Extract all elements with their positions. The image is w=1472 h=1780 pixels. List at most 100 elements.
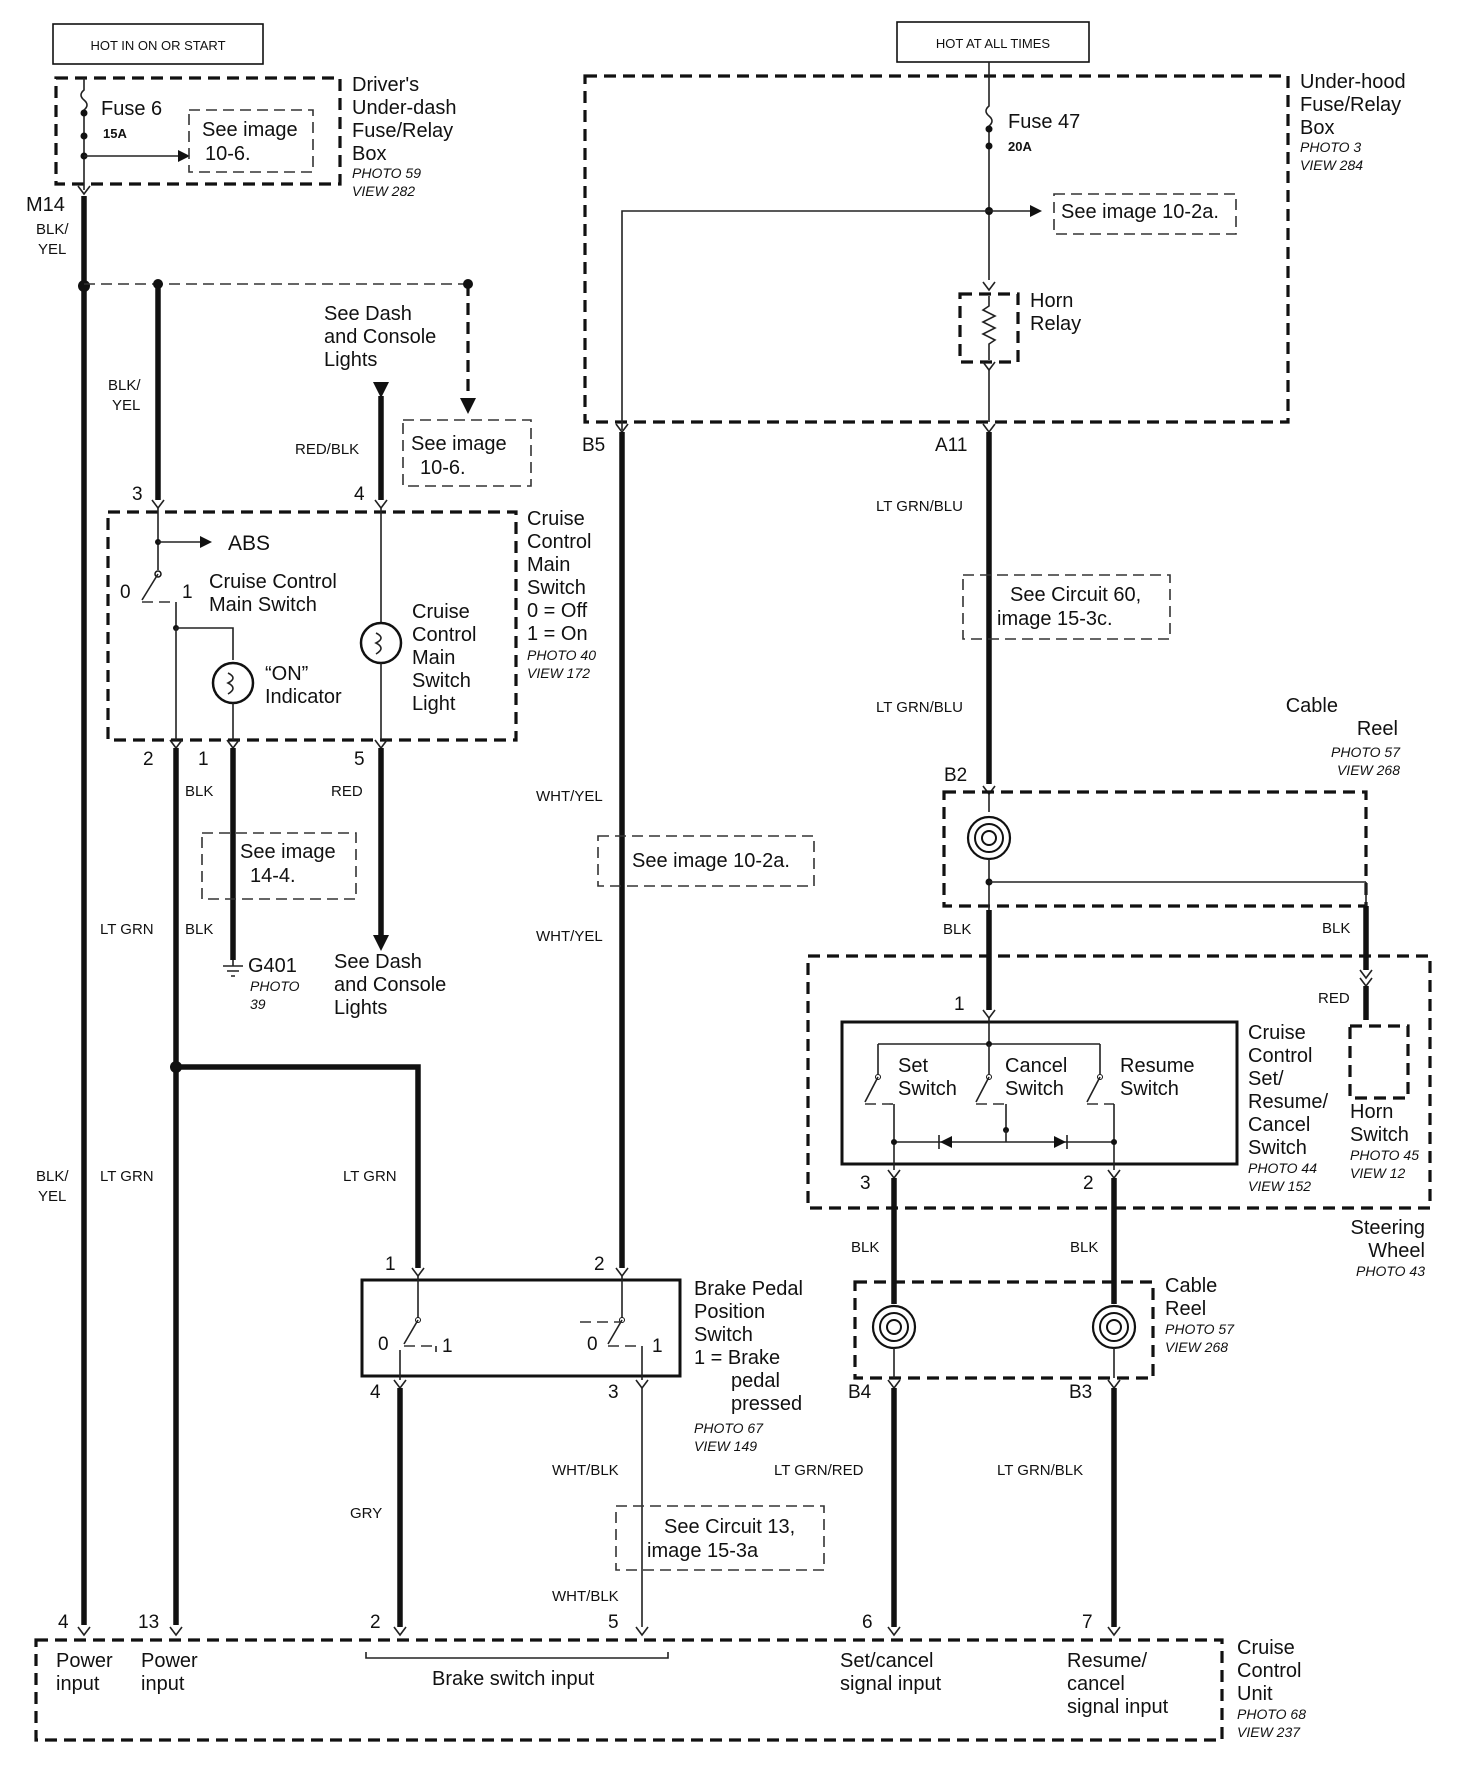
main-switch-photo: PHOTO 40 [527, 647, 596, 663]
horn-switch-label-1: Horn [1350, 1101, 1393, 1123]
cruise-unit-name-2: Control [1237, 1660, 1301, 1682]
unit-pin-13: 13 [138, 1612, 159, 1633]
see-10-6-box [402, 419, 532, 487]
resume-input-line1: Resume/ [1067, 1650, 1147, 1672]
fuse-6-symbol [80, 78, 88, 190]
wire-wht-yel-label-2: WHT/YEL [536, 928, 603, 945]
main-switch-name-2: Control [527, 531, 591, 553]
light-label-4: Switch [412, 670, 471, 692]
cable-reel-top-photo: PHOTO 57 [1331, 744, 1401, 760]
cruise-unit-view: VIEW 237 [1237, 1724, 1301, 1740]
fuse-6-amps: 15A [103, 126, 127, 141]
wire-blk-label-2: BLK [185, 921, 213, 938]
cruise-control-unit-box [34, 1638, 1224, 1742]
brake-switch-name-3: Switch [694, 1324, 753, 1346]
steering-wheel-name-2: Wheel [1368, 1240, 1425, 1262]
see-10-6-line1: See image [411, 433, 507, 455]
cable-reel-pin-b3: B3 [1069, 1382, 1092, 1403]
see-circuit-13-box [615, 1505, 825, 1571]
wire-blk-yel-2b: YEL [112, 397, 140, 414]
cable-reel-bottom-name-1: Cable [1165, 1275, 1217, 1297]
brake-switch-contact-b [607, 1319, 623, 1345]
cable-reel-bottom-view: VIEW 268 [1165, 1339, 1228, 1355]
underhood-photo: PHOTO 3 [1300, 139, 1361, 155]
on-indicator-bulb-icon [211, 661, 255, 705]
steering-wheel-photo: PHOTO 43 [1356, 1263, 1425, 1279]
horn-switch-label-2: Switch [1350, 1124, 1409, 1146]
unit-pin-2: 2 [370, 1612, 381, 1633]
see-image-box [188, 109, 314, 173]
see-10-2a-top: See image 10-2a. [1061, 201, 1219, 223]
see-10-2a-box-mid [597, 835, 815, 887]
ground-photo-2: 39 [250, 996, 266, 1012]
see-circuit-13-line2: image 15-3a [647, 1540, 759, 1562]
ground-icon [223, 960, 243, 977]
wire-lt-grn-blu-label-2: LT GRN/BLU [876, 699, 963, 716]
steering-pin-2: 2 [1083, 1173, 1094, 1194]
cable-reel-bottom-photo: PHOTO 57 [1165, 1321, 1235, 1337]
wire-lt-grn-label-1: LT GRN [100, 921, 154, 938]
light-label-2: Control [412, 624, 476, 646]
resume-input-line3: signal input [1067, 1696, 1169, 1718]
arrow-icon [178, 150, 190, 162]
dash-lights-top-1: See Dash [324, 303, 412, 325]
arrow-icon [200, 536, 212, 548]
see-circuit-60-line2: image 15-3c. [997, 608, 1113, 630]
wire-wht-blk-label-1: WHT/BLK [552, 1462, 619, 1479]
main-switch-pos-0: 0 [120, 582, 131, 603]
see-circuit-13-line1: See Circuit 13, [664, 1516, 795, 1538]
underhood-pin-b5: B5 [582, 435, 605, 456]
main-switch-label-2: Main Switch [209, 594, 317, 616]
unit-pin-6: 6 [862, 1612, 873, 1633]
steering-wheel-name-1: Steering [1351, 1217, 1426, 1239]
main-switch-name-6: 1 = On [527, 623, 588, 645]
underhood-pin-a11: A11 [935, 435, 967, 456]
dash-lights-top-3: Lights [324, 349, 377, 371]
light-label-1: Cruise [412, 601, 470, 623]
drivers-box-name-3: Fuse/Relay [352, 120, 453, 142]
steering-switch-name-5: Cancel [1248, 1114, 1310, 1136]
steering-pin-3: 3 [860, 1173, 871, 1194]
main-switch-contact [141, 573, 159, 601]
drivers-box-name-2: Under-dash [352, 97, 457, 119]
underhood-name-2: Fuse/Relay [1300, 94, 1401, 116]
wire-blk-yel-1b: YEL [38, 241, 66, 258]
steering-switch-name-4: Resume/ [1248, 1091, 1328, 1113]
see-14-4-line2: 14-4. [250, 865, 296, 887]
steering-switch-name-1: Cruise [1248, 1022, 1306, 1044]
horn-relay-box [958, 292, 1020, 364]
fuse-47-amps: 20A [1008, 139, 1032, 154]
main-switch-name-3: Main [527, 554, 570, 576]
hot-all-times-header: HOT AT ALL TIMES [936, 36, 1050, 51]
main-switch-pin-5: 5 [354, 749, 365, 770]
abs-label: ABS [228, 532, 270, 555]
resume-switch-label-1: Resume [1120, 1055, 1194, 1077]
set-switch-contact [864, 1076, 879, 1103]
drivers-fuse-box [54, 76, 342, 186]
main-switch-label-1: Cruise Control [209, 571, 337, 593]
wire-blk-label-1: BLK [185, 783, 213, 800]
wire-lt-grn-blk-label: LT GRN/BLK [997, 1462, 1083, 1479]
main-switch-name-5: 0 = Off [527, 600, 588, 622]
cable-reel-pin-b4: B4 [848, 1382, 872, 1403]
steering-switch-photo: PHOTO 44 [1248, 1160, 1317, 1176]
arrow-icon [1030, 205, 1042, 217]
see-10-2a-mid: See image 10-2a. [632, 850, 790, 872]
cancel-switch-label-1: Cancel [1005, 1055, 1067, 1077]
cable-reel-top-box [942, 790, 1368, 908]
cruise-unit-name-3: Unit [1237, 1683, 1273, 1705]
set-switch-label-2: Switch [898, 1078, 957, 1100]
wire-blk-label-4: BLK [1322, 920, 1350, 937]
wire-to-b5 [621, 210, 989, 430]
see-14-4-box [201, 832, 357, 900]
indicator-label-2: Indicator [265, 686, 342, 708]
cruise-main-switch-box [106, 510, 518, 742]
power-input-2-line1: Power [141, 1650, 198, 1672]
fuse-47-symbol [985, 62, 993, 280]
wire-lt-grn-blu-label-1: LT GRN/BLU [876, 498, 963, 515]
steering-switch-view: VIEW 152 [1248, 1178, 1311, 1194]
wire-blk-yel-1a: BLK/ [36, 221, 69, 238]
brake-switch-photo: PHOTO 67 [694, 1420, 764, 1436]
see-10-6-line2: 10-6. [420, 457, 466, 479]
see-image-line2: 10-6. [205, 143, 251, 165]
